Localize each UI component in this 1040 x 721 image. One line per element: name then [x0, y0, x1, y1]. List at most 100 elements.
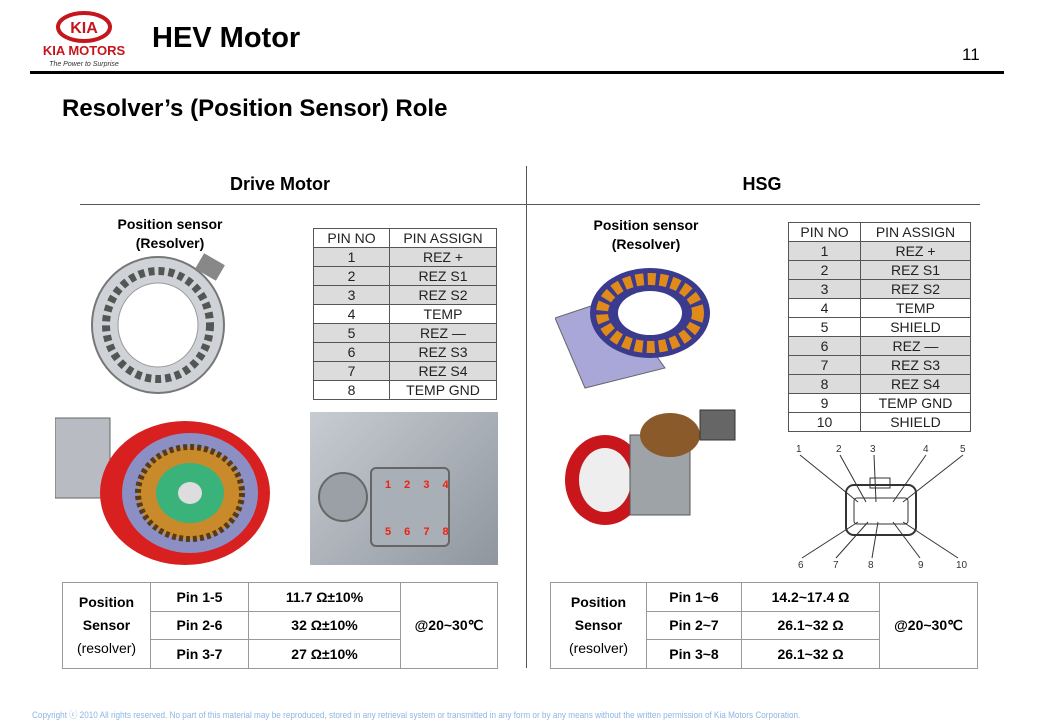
label-line: (Resolver) — [611, 236, 681, 252]
pin-label: 6 — [798, 560, 804, 571]
cell: Pin 2-6 — [150, 610, 249, 641]
page-title: HEV Motor — [152, 22, 301, 54]
heading-divider — [80, 204, 980, 205]
label-line: (resolver) — [76, 639, 137, 656]
header-cell: PIN NO — [788, 222, 861, 242]
header-cell: PIN NO — [313, 228, 390, 248]
cell: REZ S1 — [389, 266, 497, 286]
cell: 32 Ω±10% — [248, 610, 401, 641]
cell: 7 — [788, 355, 861, 375]
pin-label: 2 — [836, 444, 842, 455]
cell: 2 — [788, 260, 861, 280]
label-line: Position — [570, 593, 627, 610]
cell: REZ S1 — [860, 260, 971, 280]
cell: 4 — [788, 298, 861, 318]
cell: SHIELD — [860, 412, 971, 432]
label-line: (Resolver) — [135, 235, 205, 251]
cell: Pin 1~6 — [646, 582, 742, 612]
cell: 1 — [788, 241, 861, 261]
cell: 5 — [788, 317, 861, 337]
drive-motor-heading: Drive Motor — [229, 174, 330, 194]
sensor-label-cell: Position Sensor (resolver) — [550, 582, 647, 669]
hsg-resolver-image — [555, 268, 710, 389]
cell: 26.1~32 Ω — [741, 639, 880, 669]
cell: SHIELD — [860, 317, 971, 337]
copyright-footer: Copyright ⓒ 2010 All rights reserved. No… — [32, 710, 801, 721]
header-rule — [30, 71, 1004, 74]
pin-label: 3 — [870, 444, 876, 455]
hsg-heading: HSG — [742, 174, 782, 194]
cell: Pin 2~7 — [646, 610, 742, 641]
sensor-label-cell: Position Sensor (resolver) — [62, 582, 151, 669]
condition-cell: @20~30℃ — [879, 582, 978, 669]
label-line: Position sensor — [117, 216, 223, 232]
cell: Pin 1-5 — [150, 582, 249, 612]
cell: 6 — [788, 336, 861, 356]
cell: TEMP GND — [860, 393, 971, 413]
cell: 11.7 Ω±10% — [248, 582, 401, 612]
connector-pin-numbers-bottom: 5 6 7 8 — [385, 526, 454, 538]
column-divider — [526, 166, 527, 668]
label-line: Sensor — [574, 616, 623, 633]
pin-label: 1 — [796, 444, 802, 455]
cell: 27 Ω±10% — [248, 639, 401, 669]
cell: 5 — [313, 323, 390, 343]
header-cell: PIN ASSIGN — [860, 222, 971, 242]
hsg-assembly-image — [565, 409, 736, 525]
svg-text:KIA MOTORS: KIA MOTORS — [43, 43, 126, 58]
drive-motor-connector-image: 1 2 3 4 5 6 7 8 — [310, 412, 498, 565]
drive-motor-resistance-table: Position Sensor (resolver) Pin 1-5 11.7 … — [62, 582, 498, 669]
drive-motor-resolver-image — [91, 253, 225, 394]
svg-text:KIA: KIA — [70, 20, 98, 37]
table-row: Position Sensor (resolver) Pin 1-5 11.7 … — [62, 582, 498, 669]
cell: 2 — [313, 266, 390, 286]
header-cell: PIN ASSIGN — [389, 228, 497, 248]
cell: 6 — [313, 342, 390, 362]
pin-label: 9 — [918, 560, 924, 571]
pin-label: 5 — [960, 444, 966, 455]
page-number: 11 — [962, 45, 980, 64]
label-line: Position — [78, 593, 135, 610]
cell: Pin 3-7 — [150, 639, 249, 669]
cell: REZ — — [389, 323, 497, 343]
cell: REZ + — [860, 241, 971, 261]
kia-logo: KIA KIA MOTORS The Power to Surprise — [36, 10, 132, 70]
cell: 10 — [788, 412, 861, 432]
cell: 7 — [313, 361, 390, 381]
drive-motor-assembly-image — [55, 417, 270, 565]
cell: TEMP — [389, 304, 497, 324]
cell: REZ S2 — [860, 279, 971, 299]
section-title: Resolver’s (Position Sensor) Role — [62, 95, 448, 122]
table-row: Position Sensor (resolver) Pin 1~6 14.2~… — [550, 582, 978, 669]
cell: 8 — [788, 374, 861, 394]
cell: TEMP — [860, 298, 971, 318]
pin-label: 8 — [868, 560, 874, 571]
cell: 26.1~32 Ω — [741, 610, 880, 641]
cell: 4 — [313, 304, 390, 324]
cell: REZ S3 — [389, 342, 497, 362]
cell: REZ — — [860, 336, 971, 356]
cell: 1 — [313, 247, 390, 267]
pin-label: 4 — [923, 444, 929, 455]
cell: 3 — [313, 285, 390, 305]
cell: 14.2~17.4 Ω — [741, 582, 880, 612]
cell: REZ + — [389, 247, 497, 267]
pin-label: 7 — [833, 560, 839, 571]
